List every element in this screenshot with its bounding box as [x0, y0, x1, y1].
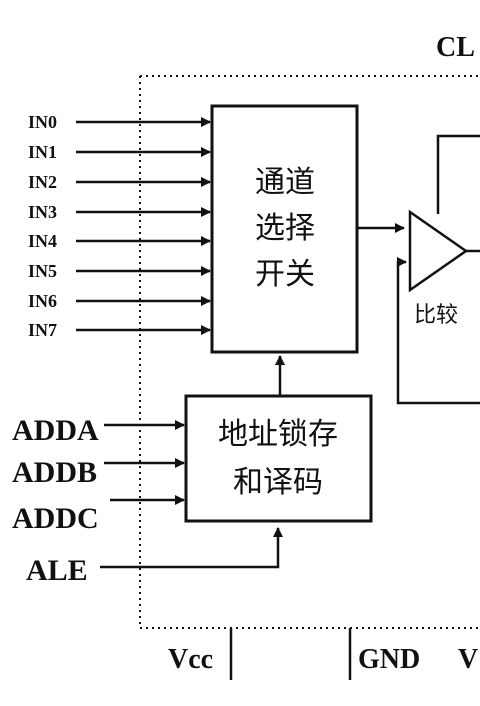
mux-label-line2: 选择 — [255, 211, 315, 246]
latch-decoder-label-line1: 地址锁存 — [218, 417, 338, 452]
comparator-symbol — [408, 209, 469, 293]
ale-label: ALE — [26, 554, 88, 587]
address-label-addc: ADDC — [12, 502, 99, 535]
analog-input-label-in4: IN4 — [28, 231, 57, 251]
analog-input-label-in3: IN3 — [28, 202, 57, 222]
address-label-adda: ADDA — [12, 414, 99, 447]
mux-label-line3: 开关 — [255, 257, 315, 292]
analog-input-label-in1: IN1 — [28, 142, 57, 162]
comparator-feedback-wire — [396, 257, 480, 405]
pin-label-vref: V — [458, 644, 478, 675]
analog-input-label-in6: IN6 — [28, 291, 57, 311]
chip-boundary — [139, 75, 480, 629]
analog-input-label-in5: IN5 — [28, 261, 57, 281]
comparator-label: 比较 — [414, 303, 458, 328]
top-bus-wire — [436, 134, 480, 214]
latch-decoder-label-line2: 和译码 — [233, 465, 323, 500]
address-label-addb: ADDB — [12, 456, 97, 489]
ale-wire — [100, 527, 283, 569]
latch-decoder-block — [184, 394, 373, 523]
pin-label-vcc: Vcc — [168, 644, 213, 675]
analog-input-label-in2: IN2 — [28, 172, 57, 192]
analog-input-label-in7: IN7 — [28, 320, 57, 340]
chip-title: CL — [436, 32, 475, 63]
pin-label-gnd: GND — [358, 644, 420, 675]
mux-label-line1: 通道 — [255, 165, 315, 200]
analog-input-label-in0: IN0 — [28, 112, 57, 132]
